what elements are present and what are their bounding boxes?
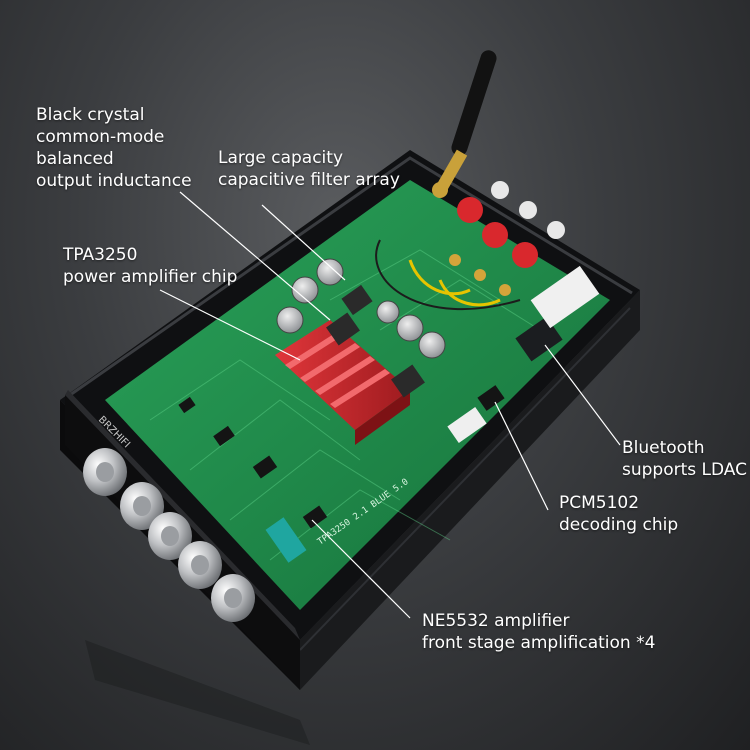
opamp-leader <box>311 519 411 619</box>
decoder-leader <box>494 401 549 511</box>
knob <box>211 574 255 622</box>
callout-chip: TPA3250 power amplifier chip <box>63 245 238 287</box>
control-knobs <box>83 448 255 622</box>
capacitor-leader <box>261 204 346 281</box>
output-inductors <box>326 284 425 398</box>
knob <box>120 482 164 530</box>
callout-opamp: NE5532 amplifier front stage amplificati… <box>422 611 656 653</box>
speaker-terminals <box>375 181 565 311</box>
table-reflection <box>85 640 310 745</box>
callout-lines <box>159 191 621 619</box>
bluetooth-module <box>515 265 600 362</box>
knob <box>148 512 192 560</box>
knob <box>178 541 222 589</box>
inductance-leader <box>179 191 331 321</box>
callout-inductance: Black crystal common-mode balanced outpu… <box>36 105 192 191</box>
callout-capacitor: Large capacity capacitive filter array <box>218 148 400 190</box>
knob <box>83 448 127 496</box>
chip-leader <box>159 289 301 361</box>
callout-decoder: PCM5102 decoding chip <box>559 493 679 535</box>
antenna <box>432 50 497 198</box>
capacitor-array <box>276 258 446 359</box>
red-heatsink <box>275 320 410 445</box>
bluetooth-leader <box>544 344 621 446</box>
callout-bluetooth: Bluetooth supports LDAC <box>622 438 747 480</box>
